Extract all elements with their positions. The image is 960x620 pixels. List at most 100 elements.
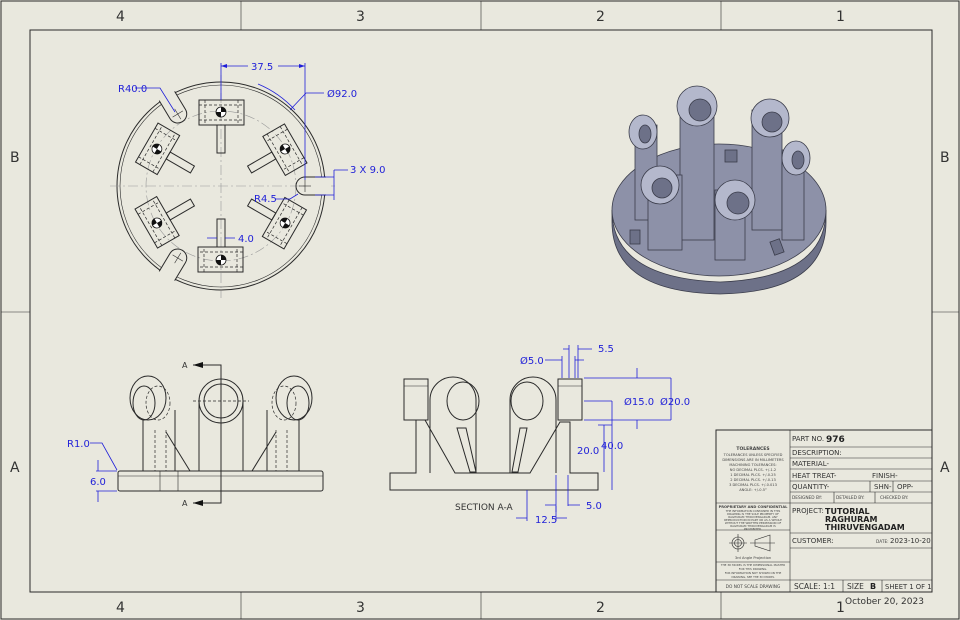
isometric-3d-view[interactable]	[611, 85, 827, 295]
proprietary-line: WITHOUT THE WRITTEN PERMISSION OF	[725, 521, 782, 525]
opp-label: OPP-	[897, 483, 914, 491]
sheet-value: SHEET 1 OF 1	[885, 583, 932, 591]
checked-by-label: CHECKED BY:	[880, 495, 908, 501]
dim-6-0: 6.0	[90, 477, 106, 488]
heat-treat-label: HEAT TREAT-	[792, 472, 837, 480]
customer-label: CUSTOMER:	[792, 537, 834, 545]
zone-col-4-top: 4	[116, 9, 125, 25]
tolerance-line: MACHINING TOLERANCES:	[729, 463, 776, 467]
section-marker-bottom: A	[182, 499, 188, 508]
zone-row-a-right: A	[940, 460, 950, 476]
tolerance-line: 1 DECIMAL PLCS. +/-0.25	[730, 473, 776, 477]
finish-label: FINISH-	[872, 472, 898, 480]
zone-row-b-right: B	[940, 150, 950, 166]
description-label: DESCRIPTION:	[792, 449, 842, 457]
dim-dia-92: Ø92.0	[327, 88, 357, 100]
tolerances-lines: TOLERANCES UNLESS SPECIFIED DIMENSIONS A…	[722, 453, 784, 492]
quantity-label: QUANTITY-	[792, 483, 830, 491]
zone-col-1-top: 1	[836, 9, 845, 25]
dim-5-0: 5.0	[586, 501, 602, 512]
proprietary-line: RAGHURAM THIRUVENGADAM IS	[730, 524, 776, 528]
project-label: PROJECT:	[792, 507, 824, 515]
dim-5-5: 5.5	[598, 344, 614, 355]
project-line-3: THIRUVENGADAM	[825, 523, 905, 532]
dim-37-5: 37.5	[251, 62, 273, 73]
front-view[interactable]: A A R1.0 6.0	[67, 361, 324, 508]
proprietary-line: DRAWING IS THE SOLE PROPERTY OF	[727, 512, 779, 516]
date-label: DATE:	[876, 539, 889, 545]
tolerance-line: 2 DECIMAL PLCS. +/-0.13	[730, 478, 776, 482]
zone-col-3-top: 3	[356, 9, 365, 25]
date-value: 2023-10-20	[890, 537, 931, 545]
detailed-by-label: DETAILED BY:	[836, 495, 865, 501]
do-not-scale-note: DO NOT SCALE DRAWING	[726, 584, 781, 590]
section-a-a-view[interactable]: SECTION A-A 5.5 Ø5.0 Ø15.0 Ø20.0 20.0 40…	[389, 344, 690, 526]
part-no-value: 976	[826, 435, 845, 445]
tolerance-line: TOLERANCES UNLESS SPECIFIED	[723, 453, 783, 457]
model-note-line: DRAWING, SEE THE 3D MODEL	[732, 575, 775, 579]
size-value: B	[870, 582, 876, 591]
zone-labels: 4 3 2 1 4 3 2 1 B B A A	[10, 9, 950, 616]
zone-row-a-left: A	[10, 460, 20, 476]
projection-label: 3rd Angle Projection	[735, 556, 771, 560]
scale-value: SCALE: 1:1	[794, 582, 835, 591]
zone-col-2-top: 2	[596, 9, 605, 25]
zone-row-b-left: B	[10, 150, 20, 166]
dim-dia-20: Ø20.0	[660, 396, 690, 408]
dim-40: 40.0	[601, 441, 623, 452]
title-block: TOLERANCES TOLERANCES UNLESS SPECIFIED D…	[715, 429, 933, 593]
dim-20: 20.0	[577, 446, 599, 457]
lug-block-upper-right	[238, 123, 308, 190]
section-view-dimensions: 5.5 Ø5.0 Ø15.0 Ø20.0 20.0 40.0 5.0 12.5	[516, 344, 690, 526]
project-line-1: TUTORIAL	[825, 507, 870, 516]
zone-col-2-bottom: 2	[596, 600, 605, 616]
shn-label: SHN-	[874, 483, 892, 491]
model-note: THE 3D MODEL IS THE DIMENSIONAL MASTER F…	[720, 563, 785, 579]
dim-r1: R1.0	[67, 439, 90, 450]
dim-dia-15: Ø15.0	[624, 396, 654, 408]
model-note-line: FOR THIS DRAWING.	[739, 567, 768, 571]
project-line-2: RAGHURAM	[825, 515, 877, 524]
zone-col-3-bottom: 3	[356, 600, 365, 616]
tolerance-line: ANGLE: +/-0.5°	[739, 488, 767, 492]
dim-12-5: 12.5	[535, 515, 557, 526]
dim-4-0: 4.0	[238, 234, 254, 245]
lug-block-upper-left	[135, 122, 205, 190]
size-label: SIZE	[847, 582, 864, 591]
slot-right	[295, 176, 331, 196]
proprietary-line: RAGHURAM THIRUVENGADAM. ANY	[728, 515, 778, 519]
lug-block-lower-left	[134, 182, 204, 249]
zone-col-1-bottom: 1	[836, 600, 845, 616]
model-note-line: FOR INFORMATION NOT SHOWN ON THE	[725, 571, 782, 575]
dim-dia-5: Ø5.0	[520, 355, 544, 367]
proprietary-line: THE INFORMATION CONTAINED IN THIS	[725, 509, 781, 513]
slot-lower-left	[156, 248, 188, 285]
proprietary-lines: THE INFORMATION CONTAINED IN THIS DRAWIN…	[724, 509, 782, 531]
proprietary-line: PROHIBITED.	[744, 527, 762, 531]
tolerance-line: 3 DECIMAL PLCS. +/-0.013	[729, 483, 777, 487]
section-label: SECTION A-A	[455, 503, 514, 513]
top-view[interactable]: 37.5 R40.0 Ø92.0 3 X 9.0 R4.5 4.0	[110, 62, 385, 298]
lug-block-bottom	[197, 218, 244, 273]
tolerance-line: DIMENSIONS ARE IN MILLIMETERS	[722, 458, 784, 462]
section-marker-top: A	[182, 361, 188, 370]
material-label: MATERIAL-	[792, 460, 829, 468]
lug-block-top	[198, 99, 245, 154]
zone-col-4-bottom: 4	[116, 600, 125, 616]
tolerance-line: NO DECIMAL PLCS. +/-1.2	[730, 468, 776, 472]
dim-r40: R40.0	[118, 84, 147, 95]
tolerances-heading: TOLERANCES	[736, 446, 769, 452]
designed-by-label: DESIGNED BY:	[792, 495, 822, 501]
top-view-dimensions: 37.5 R40.0 Ø92.0 3 X 9.0 R4.5 4.0	[118, 62, 385, 245]
part-no-label: PART NO.	[792, 435, 824, 443]
slot-upper-left	[156, 87, 188, 124]
dim-r4-5: R4.5	[254, 194, 277, 205]
proprietary-line: REPRODUCTION IN PART OR AS A WHOLE	[724, 518, 782, 522]
proprietary-heading: PROPRIETARY AND CONFIDENTIAL	[719, 505, 789, 509]
model-note-line: THE 3D MODEL IS THE DIMENSIONAL MASTER	[720, 563, 785, 567]
print-date: October 20, 2023	[845, 597, 924, 607]
third-angle-projection-icon	[729, 534, 775, 552]
dim-3x9: 3 X 9.0	[350, 165, 385, 176]
